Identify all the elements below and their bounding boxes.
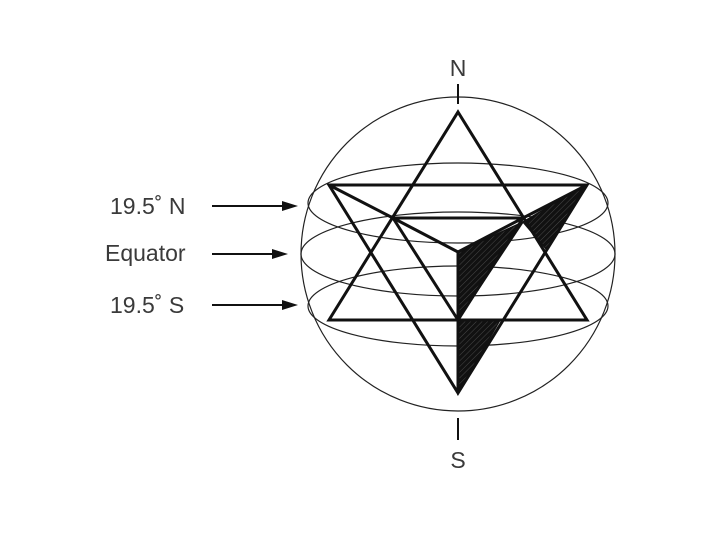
north-pole-label: N	[450, 55, 467, 81]
arrow-equator-head	[272, 249, 288, 259]
arrow-lat-north-head	[282, 201, 298, 211]
lat-south-label: 19.5˚ S	[110, 292, 184, 318]
latitude-north-ring	[307, 162, 609, 244]
downward-tetrahedron-outline	[326, 183, 590, 396]
inner-edge-8	[522, 183, 588, 220]
inner-edge-5	[391, 217, 460, 321]
inner-edge-3	[457, 216, 524, 254]
inner-edge-6	[456, 217, 525, 321]
inner-edge-2	[392, 216, 459, 254]
arrow-lat-south-head	[282, 300, 298, 310]
lat-north-label: 19.5˚ N	[110, 193, 185, 219]
inner-edge-7	[328, 183, 394, 220]
south-pole-label: S	[450, 447, 465, 473]
equator-label: Equator	[105, 240, 186, 266]
